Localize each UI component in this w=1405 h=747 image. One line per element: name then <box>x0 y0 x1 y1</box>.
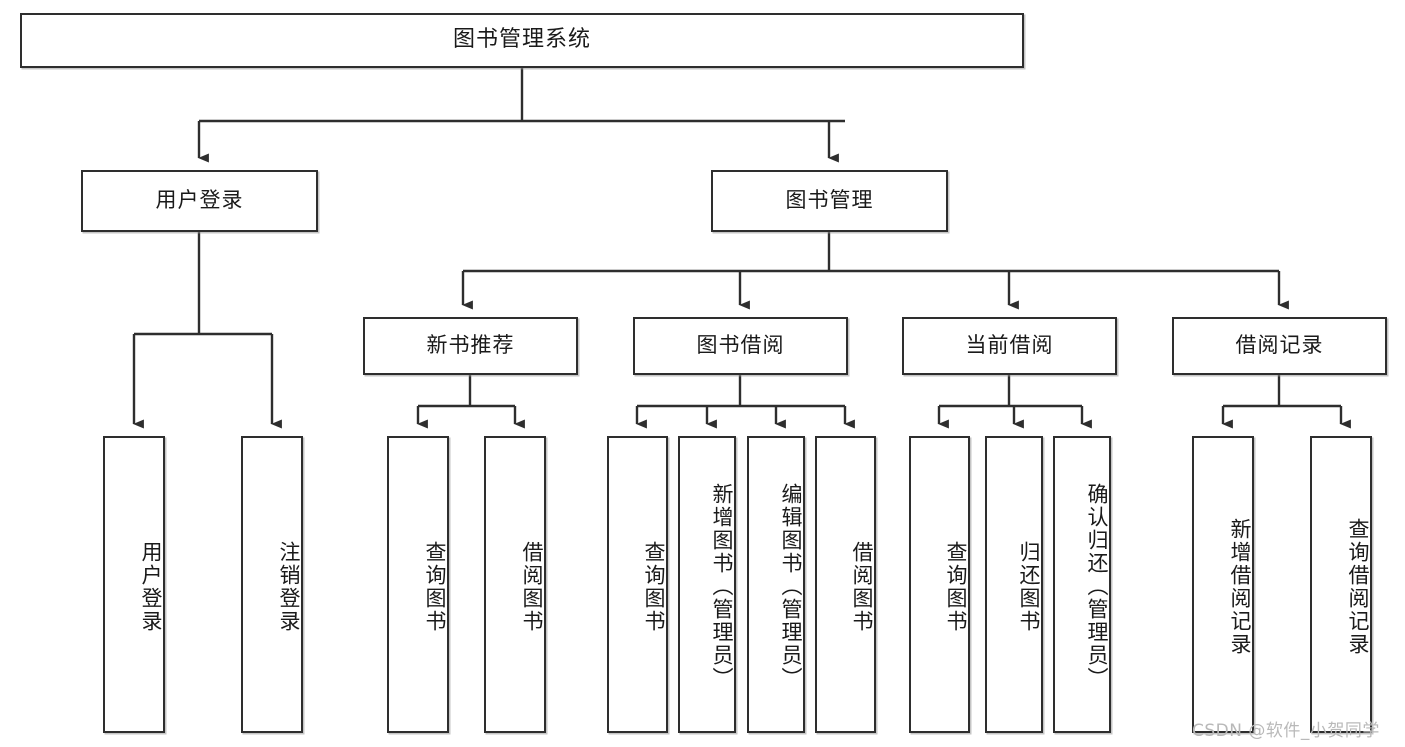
leaf-borrow-query-book[interactable]: 查询图书 <box>607 436 668 733</box>
node-label: 新增借阅记录 <box>1228 517 1252 656</box>
leaf-cur-confirm-return[interactable]: 确认归还（管理员） <box>1053 436 1111 733</box>
csdn-watermark: CSDN @软件_小贺同学 <box>1192 721 1380 741</box>
leaf-borrow-borrow-book[interactable]: 借阅图书 <box>815 436 876 733</box>
leaf-rec-borrow-book[interactable]: 借阅图书 <box>484 436 546 733</box>
node-label: 查询图书 <box>423 540 447 633</box>
node-new-book-rec[interactable]: 新书推荐 <box>363 317 578 375</box>
node-label: 借阅记录 <box>1235 333 1324 358</box>
node-label: 新增图书（管理员） <box>710 483 734 690</box>
node-label: 编辑图书（管理员） <box>779 483 803 690</box>
leaf-rec-add-record[interactable]: 新增借阅记录 <box>1192 436 1254 733</box>
node-label: 用户登录 <box>139 540 163 633</box>
node-root-system[interactable]: 图书管理系统 <box>20 13 1024 68</box>
node-label: 用户登录 <box>155 188 244 213</box>
leaf-rec-query-record[interactable]: 查询借阅记录 <box>1310 436 1372 733</box>
leaf-borrow-add-book[interactable]: 新增图书（管理员） <box>678 436 736 733</box>
node-label: 图书管理系统 <box>452 27 591 53</box>
leaf-user-logout[interactable]: 注销登录 <box>241 436 303 733</box>
node-label: 查询图书 <box>642 540 666 633</box>
leaf-rec-query-book[interactable]: 查询图书 <box>387 436 449 733</box>
node-label: 借阅图书 <box>850 540 874 633</box>
node-user-login[interactable]: 用户登录 <box>81 170 318 232</box>
node-label: 确认归还（管理员） <box>1085 483 1109 690</box>
node-borrow-record[interactable]: 借阅记录 <box>1172 317 1387 375</box>
node-label: 当前借阅 <box>965 333 1054 358</box>
leaf-user-login[interactable]: 用户登录 <box>103 436 165 733</box>
node-label: 查询图书 <box>944 540 968 633</box>
leaf-cur-query-book[interactable]: 查询图书 <box>909 436 970 733</box>
node-book-borrow[interactable]: 图书借阅 <box>633 317 848 375</box>
node-label: 查询借阅记录 <box>1346 517 1370 656</box>
node-current-borrow[interactable]: 当前借阅 <box>902 317 1117 375</box>
leaf-cur-return-book[interactable]: 归还图书 <box>985 436 1043 733</box>
leaf-borrow-edit-book[interactable]: 编辑图书（管理员） <box>747 436 805 733</box>
node-label: 新书推荐 <box>426 333 515 358</box>
node-label: 归还图书 <box>1017 540 1041 633</box>
node-label: 借阅图书 <box>520 540 544 633</box>
node-label: 注销登录 <box>277 540 301 633</box>
node-label: 图书管理 <box>785 188 874 213</box>
node-book-manage[interactable]: 图书管理 <box>711 170 948 232</box>
node-label: 图书借阅 <box>696 333 785 358</box>
